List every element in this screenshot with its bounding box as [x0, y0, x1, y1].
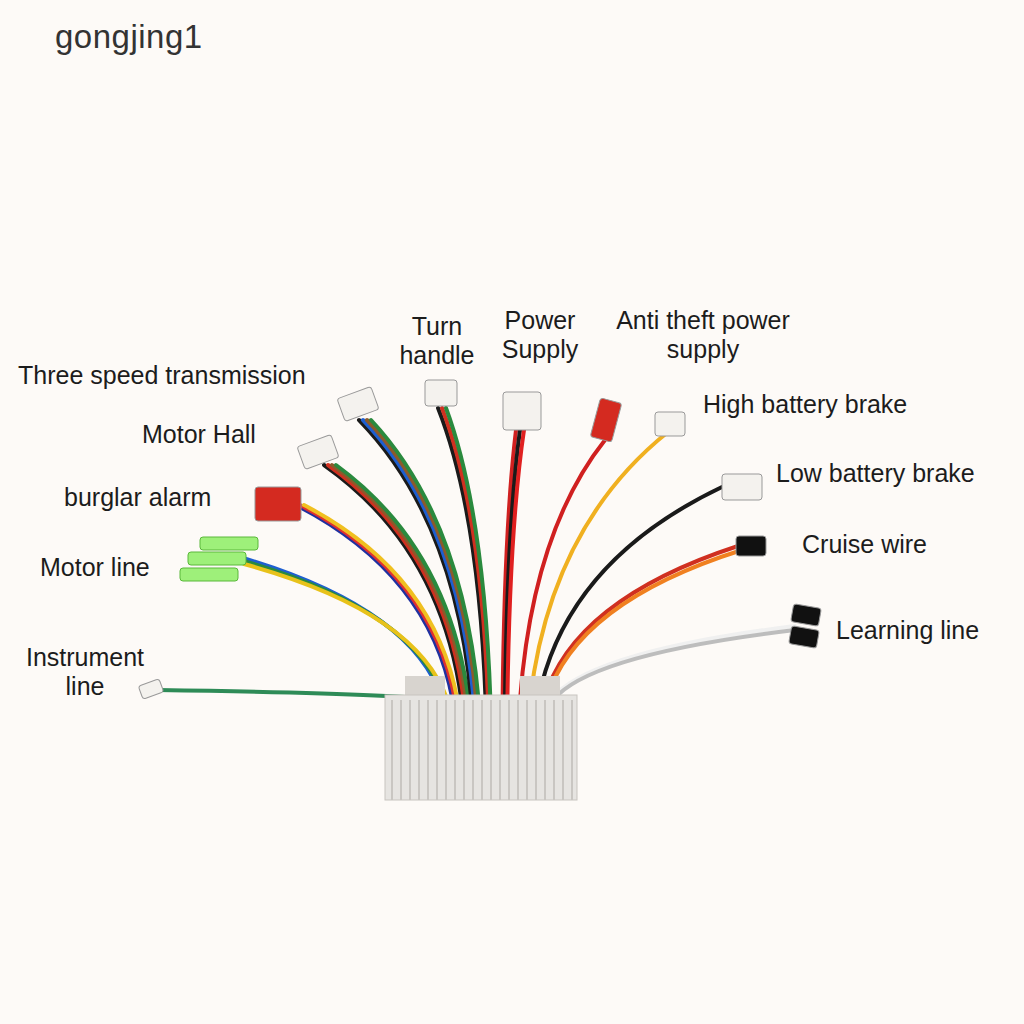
wire	[551, 626, 795, 700]
cooling-fin	[391, 700, 393, 800]
cooling-fin	[508, 700, 510, 800]
wire	[296, 505, 453, 700]
wire-label: Three speed transmission	[18, 361, 306, 390]
wire-connector	[297, 435, 339, 470]
wire-label: Motor Hall	[142, 420, 256, 449]
wire-label: Motor line	[40, 553, 150, 582]
wire-label: Turn handle	[385, 312, 489, 370]
cooling-fin	[427, 700, 429, 800]
cooling-fin	[499, 700, 501, 800]
wire	[507, 430, 524, 700]
wire-label: Low battery brake	[776, 459, 975, 488]
cooling-fin	[472, 700, 474, 800]
wire	[324, 465, 461, 700]
wire	[544, 546, 738, 700]
wire-label: Learning line	[836, 616, 979, 645]
wire-label: Power Supply	[484, 306, 596, 364]
cooling-fin	[409, 700, 411, 800]
wire-connector	[791, 604, 822, 627]
wire	[240, 560, 445, 700]
wire	[553, 630, 795, 700]
cooling-fin	[571, 700, 573, 800]
cooling-fin	[481, 700, 483, 800]
wire-label: Anti theft power supply	[605, 306, 801, 364]
wire-connector	[736, 536, 766, 556]
wire	[328, 465, 464, 700]
wire	[446, 408, 490, 700]
connectors	[138, 380, 821, 699]
cooling-fin	[436, 700, 438, 800]
cooling-fin	[553, 700, 555, 800]
controller-housing	[385, 676, 577, 800]
wire-connector	[425, 380, 457, 406]
cooling-fin	[418, 700, 420, 800]
motor-terminal	[188, 552, 246, 565]
wire-connector	[722, 474, 762, 500]
wire	[332, 465, 466, 700]
cooling-fin	[400, 700, 402, 800]
cooling-fin	[463, 700, 465, 800]
watermark: gongjing1	[55, 18, 203, 56]
wire-connector	[590, 398, 622, 442]
motor-terminal	[200, 537, 258, 550]
wire	[244, 564, 447, 700]
motor-terminal	[180, 568, 238, 581]
cooling-fin	[490, 700, 492, 800]
wire-connector	[789, 626, 820, 649]
cooling-fin	[535, 700, 537, 800]
cooling-fin	[445, 700, 447, 800]
cooling-fin	[454, 700, 456, 800]
wire-connector	[503, 392, 541, 430]
wire-connector	[337, 387, 379, 422]
wire-connector	[138, 679, 163, 700]
wire-label: Cruise wire	[802, 530, 927, 559]
wire-bundle	[158, 408, 795, 700]
wire-label: Instrument line	[10, 643, 160, 701]
wire	[442, 408, 488, 700]
cooling-fin	[562, 700, 564, 800]
housing-body	[385, 695, 577, 800]
cooling-fin	[526, 700, 528, 800]
cooling-fin	[517, 700, 519, 800]
wire-connector	[655, 412, 685, 436]
wire-label: burglar alarm	[64, 483, 211, 512]
cooling-fin	[544, 700, 546, 800]
wire-label: High battery brake	[703, 390, 907, 419]
wire-connector	[255, 487, 301, 521]
